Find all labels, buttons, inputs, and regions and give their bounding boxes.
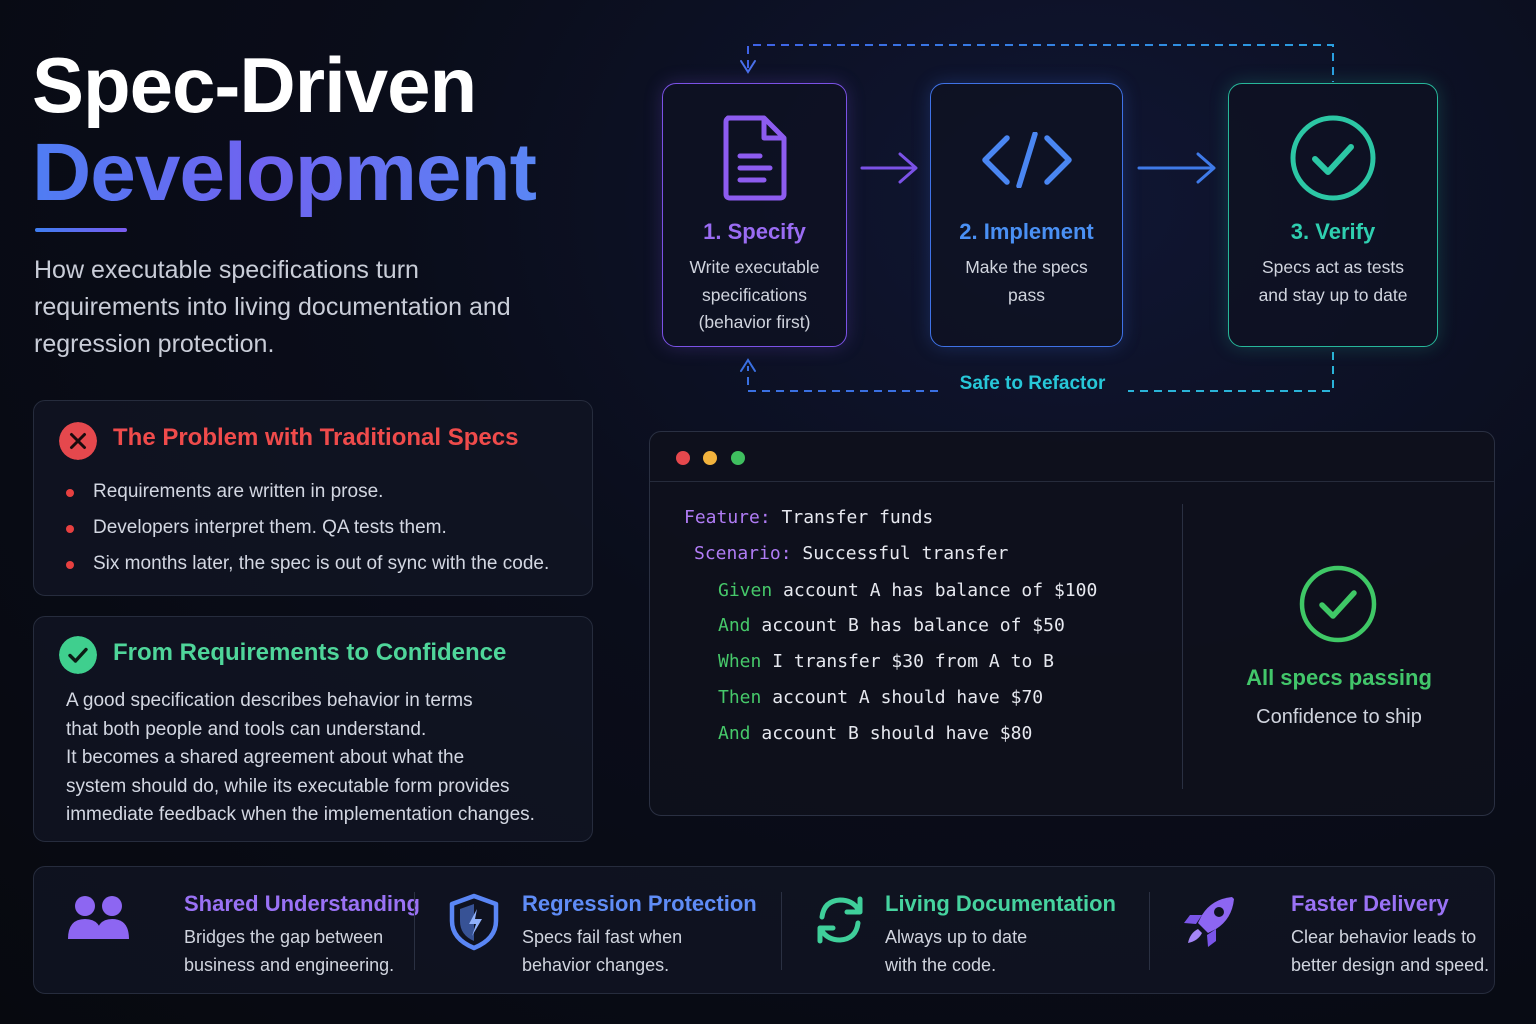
- rocket-icon: [1184, 897, 1234, 947]
- confidence-title: From Requirements to Confidence: [113, 639, 507, 666]
- step-implement: 2. Implement Make the specs pass: [930, 83, 1123, 347]
- benefit-title: Regression Protection: [522, 891, 757, 916]
- step-desc: Make the specs pass: [965, 257, 1088, 305]
- check-circle-icon: [1299, 565, 1377, 643]
- step-desc: Specs act as tests and stay up to date: [1258, 257, 1408, 305]
- spec-terminal: Feature: Transfer funds Scenario: Succes…: [649, 431, 1495, 816]
- terminal-titlebar: [650, 432, 1494, 482]
- code-line: And account B has balance of $50: [718, 615, 1065, 636]
- check-circle-icon: [59, 636, 97, 674]
- benefit-regression-protection: Regression Protection Specs fail fast wh…: [448, 867, 788, 995]
- page-title-line2: Development: [32, 127, 537, 218]
- flow-connectors: [740, 44, 1334, 392]
- code-line: Then account A should have $70: [718, 687, 1044, 708]
- page-title-line1: Spec-Driven: [32, 41, 477, 129]
- x-circle-icon: [59, 422, 97, 460]
- step-title: 2. Implement: [959, 219, 1094, 244]
- step-specify: 1. Specify Write executable specificatio…: [662, 83, 847, 347]
- benefit-divider: [1149, 892, 1150, 970]
- code-line: Scenario: Successful transfer: [694, 543, 1009, 564]
- terminal-divider: [1182, 504, 1183, 789]
- maximize-window-dot[interactable]: [731, 451, 745, 465]
- check-circle-icon: [1290, 115, 1376, 201]
- title-underline: [35, 228, 127, 232]
- code-icon: [981, 132, 1072, 188]
- step-desc: Write executable specifications (behavio…: [689, 257, 820, 332]
- benefit-shared-understanding: Shared Understanding Bridges the gap bet…: [68, 867, 420, 995]
- code-line: Feature: Transfer funds: [684, 507, 934, 528]
- refactor-label: Safe to Refactor: [959, 373, 1106, 394]
- minimize-window-dot[interactable]: [703, 451, 717, 465]
- refresh-icon: [817, 896, 863, 944]
- step-title: 3. Verify: [1290, 219, 1376, 244]
- step-verify: 3. Verify Specs act as tests and stay up…: [1228, 83, 1438, 347]
- problem-title: The Problem with Traditional Specs: [113, 424, 519, 451]
- shield-icon: [449, 893, 499, 951]
- benefit-divider: [781, 892, 782, 970]
- benefit-title: Faster Delivery: [1291, 891, 1449, 916]
- benefit-title: Living Documentation: [885, 891, 1116, 916]
- close-window-dot[interactable]: [676, 451, 690, 465]
- page-subtitle: How executable specifications turn requi…: [34, 256, 511, 358]
- status-title: All specs passing: [1246, 665, 1432, 690]
- code-line: Given account A has balance of $100: [718, 580, 1098, 601]
- step-title: 1. Specify: [703, 219, 806, 244]
- confidence-card: From Requirements to Confidence A good s…: [33, 616, 593, 842]
- problem-card: The Problem with Traditional Specs Requi…: [33, 400, 593, 596]
- benefits-bar: Shared Understanding Bridges the gap bet…: [33, 866, 1495, 994]
- document-icon: [723, 115, 786, 201]
- benefit-title: Shared Understanding: [184, 891, 420, 916]
- benefit-divider: [414, 892, 415, 970]
- code-line: And account B should have $80: [718, 723, 1033, 744]
- confidence-body: A good specification describes behavior …: [66, 690, 535, 826]
- status-subtitle: Confidence to ship: [1256, 706, 1422, 728]
- users-icon: [68, 896, 129, 939]
- code-line: When I transfer $30 from A to B: [718, 651, 1054, 672]
